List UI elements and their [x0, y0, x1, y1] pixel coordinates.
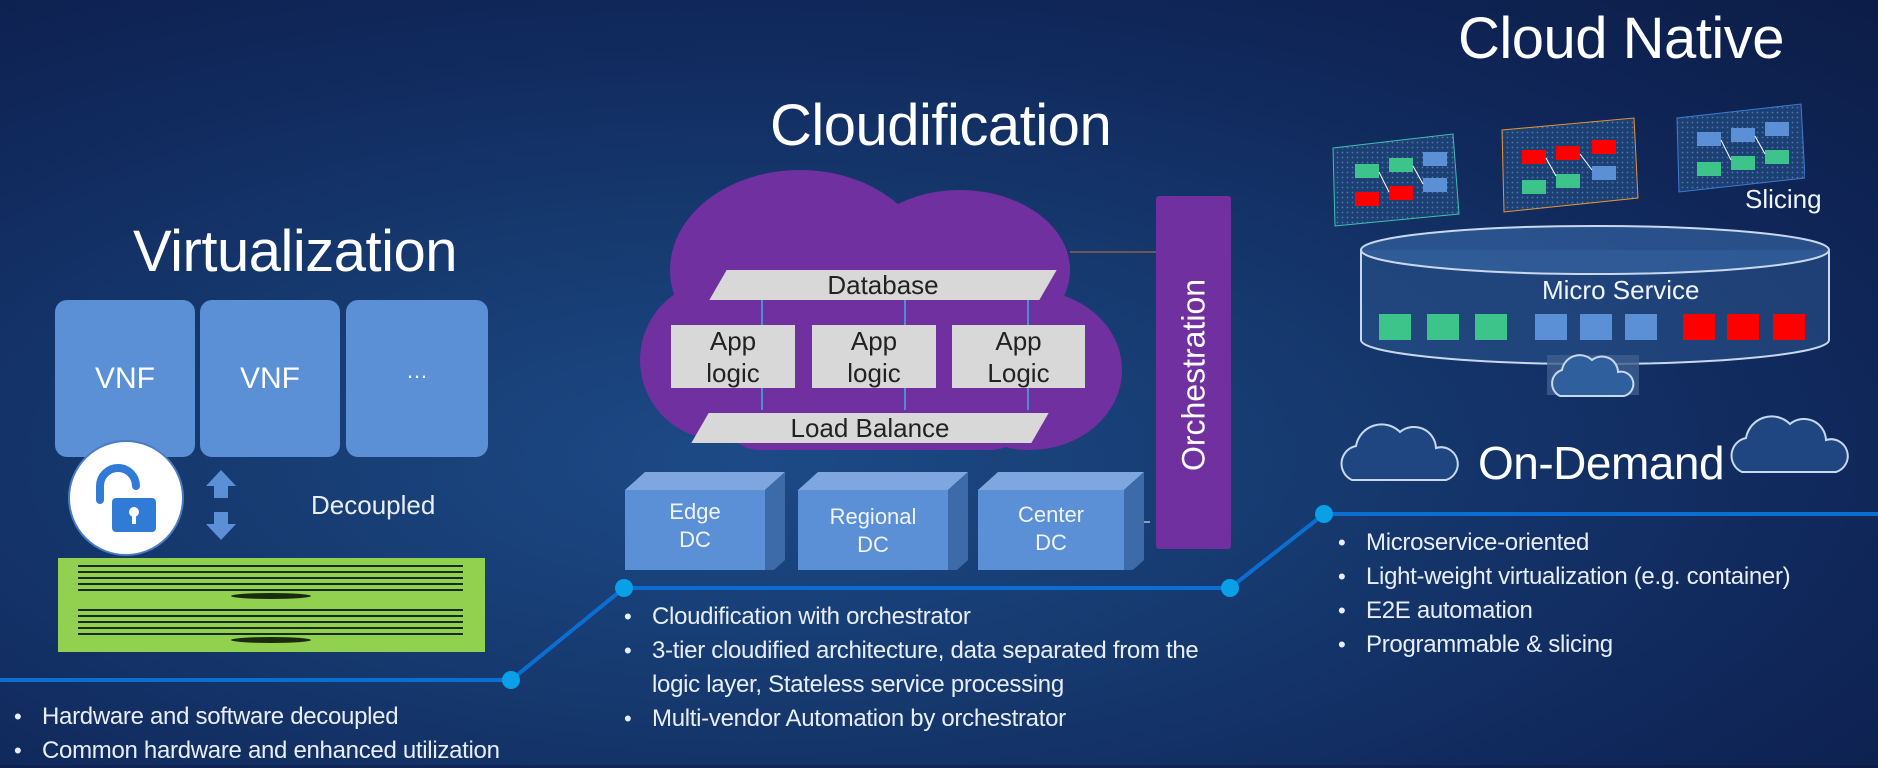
double-arrow-icon	[206, 470, 236, 540]
list-item: Hardware and software decoupled	[12, 700, 572, 734]
unlock-icon	[68, 440, 184, 556]
cloudification-title: Cloudification	[770, 93, 1112, 158]
list-item: Cloudification with orchestrator	[622, 600, 1222, 634]
cloudification-bullets: Cloudification with orchestrator 3-tier …	[622, 600, 1222, 736]
dc-regional-label: Regional DC	[798, 503, 948, 559]
cloud-icon	[1730, 415, 1849, 473]
dc-regional-line1: Regional	[829, 504, 917, 529]
timeline-node-2	[615, 579, 633, 597]
vnf-box-2: VNF	[200, 300, 340, 457]
timeline-node-3	[1221, 579, 1239, 597]
cloud-native-bullets: Microservice-oriented Light-weight virtu…	[1336, 526, 1866, 662]
dc-center-line1: Center	[1017, 502, 1085, 527]
list-item: Microservice-oriented	[1336, 526, 1866, 560]
virtualization-bullets: Hardware and software decoupled Common h…	[12, 700, 572, 768]
dc-center-label: Center DC	[978, 501, 1124, 557]
orchestration-label: Orchestration	[1175, 278, 1212, 472]
micro-service-label: Micro Service	[1542, 275, 1700, 305]
app-logic-3: App Logic	[952, 325, 1085, 388]
dc-edge-line2: DC	[679, 527, 711, 552]
slicing-label: Slicing	[1745, 184, 1822, 214]
app-logic-3-line2: Logic	[987, 357, 1050, 388]
list-item: 3-tier cloudified architecture, data sep…	[622, 634, 1222, 702]
orchestration-bar	[1156, 196, 1231, 549]
list-item: Programmable & slicing	[1336, 628, 1866, 662]
cloud-icon	[1551, 354, 1635, 397]
app-logic-2-line1: App	[850, 325, 898, 356]
cloud-native-title: Cloud Native	[1458, 6, 1785, 71]
app-logic-2-line2: logic	[847, 357, 901, 388]
hardware-server-icon	[58, 558, 485, 652]
app-logic-2: App logic	[812, 325, 936, 388]
app-logic-1: App logic	[671, 325, 795, 388]
dc-center-line2: DC	[1035, 530, 1067, 555]
decoupled-label: Decoupled	[311, 490, 436, 520]
app-logic-1-line1: App	[709, 325, 757, 356]
app-logic-1-line2: logic	[706, 357, 760, 388]
vnf-box-ellipsis: …	[346, 300, 488, 457]
dc-edge-label: Edge DC	[625, 498, 765, 554]
list-item: Common hardware and enhanced utilization	[12, 734, 572, 768]
list-item: Multi-vendor Automation by orchestrator	[622, 702, 1222, 736]
on-demand-label: On-Demand	[1478, 437, 1725, 489]
cloud-icon	[1340, 423, 1459, 481]
slice-panels	[1332, 103, 1805, 227]
timeline-node-4	[1315, 505, 1333, 523]
vnf-box-1: VNF	[55, 300, 195, 457]
dc-edge-line1: Edge	[669, 499, 721, 524]
dc-blocks	[625, 472, 1150, 570]
app-logic-3-line1: App	[995, 325, 1042, 356]
database-label: Database	[827, 269, 939, 300]
dc-regional-line2: DC	[857, 532, 889, 557]
virtualization-title: Virtualization	[133, 219, 458, 284]
micro-service-cylinder	[1360, 225, 1830, 395]
timeline-node-1	[502, 671, 520, 689]
list-item: Light-weight virtualization (e.g. contai…	[1336, 560, 1866, 594]
load-balance-label: Load Balance	[790, 412, 950, 443]
list-item: E2E automation	[1336, 594, 1866, 628]
